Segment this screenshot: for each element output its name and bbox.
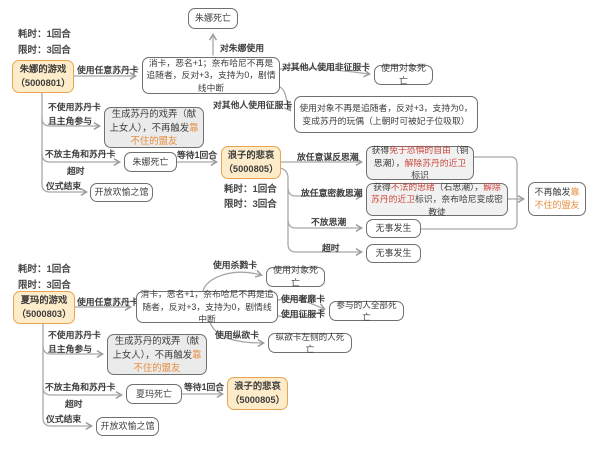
edge-label-conquest-on-others: 对其他人使用征服卡: [213, 100, 293, 110]
edge-label-ritual-end-2: 仪式结束: [46, 414, 82, 424]
node-unlawful-thoughts: 获得不法的思绪（石思潮），解除苏丹的近卫标识，奈布哈尼变成密教徒: [366, 182, 508, 217]
node-target-dies: 使用对象死亡: [374, 63, 433, 86]
node-sultan-tease: 生成苏丹的戏弄（献上女人），不再触发靠不住的盟友: [104, 107, 204, 148]
edge-label-use-any-sultan-card: 使用任意苏丹卡: [77, 65, 139, 75]
edge-label-kill-card: 使用杀戮卡: [213, 260, 257, 270]
edge-label-no-sultan-card-1: 不使用苏丹卡: [48, 102, 101, 112]
edge-label-use-any-sultan-card-2: 使用任意苏丹卡: [77, 297, 139, 307]
sorrow-meta-cost: 耗时：1回合: [224, 184, 277, 195]
node-pleasure-house-2: 开放欢愉之馆: [96, 417, 159, 436]
edge-label-timeout-xiama: 超时: [65, 399, 83, 409]
edge-label-wait-1-turn-2: 等待1回合: [184, 382, 225, 392]
edge-label-no-trend: 不放思潮: [311, 217, 347, 227]
node-target-dies-2: 使用对象死亡: [266, 265, 325, 288]
node-become-puppet: 使用对象不再是追随者，反对+3，支持为0，变成苏丹的玩偶（上朝时可被妃子位吸取）: [294, 96, 478, 133]
sorrow-meta-limit: 限时：3回合: [224, 199, 277, 210]
edge-juna-trunk: [41, 92, 89, 197]
edge-juna-to-tease: [41, 117, 102, 131]
edge-label-no-main-or-sultan: 不放主角和苏丹卡: [45, 149, 116, 159]
edge-consume2-to-all-die-b: [277, 310, 325, 318]
node-freedom-from-fear: 获得免于恐惧的自由（铜思潮），解除苏丹的近卫标识: [366, 145, 474, 180]
node-sorrow-event-2: 浪子的悲哀 （5000805）: [227, 377, 288, 410]
node-nothing-happens-1: 无事发生: [366, 219, 421, 238]
edge-consume-to-puppet: [279, 86, 292, 112]
edge-consume2-to-target-dies: [202, 269, 263, 292]
node-juna-dies-top: 朱娜死亡: [188, 8, 238, 29]
edge-sorrow-to-nothing1: [287, 219, 364, 233]
node-all-participants-die: 参与的人全部死亡: [329, 300, 404, 322]
node-consume-card-result: 消卡，恶名+1；奈布哈尼不再是追随者，反对+3，支持为0，剧情线中断: [142, 57, 280, 94]
edge-label-no-main-or-sultan-2: 不放主角和苏丹卡: [45, 382, 116, 392]
edge-consume-to-target-dies: [279, 67, 371, 78]
edge-xiama-to-tease: [42, 345, 105, 359]
edge-sorrow-to-thought: [287, 187, 364, 201]
node-consume-card-result-2: 消卡，恶名+1，奈布哈尼不再是追随者，反对+3，支持为0，剧情线中断: [136, 289, 278, 324]
juna-meta-cost: 耗时：1回合: [18, 29, 71, 40]
edge-label-no-sultan-card-3: 不使用苏丹卡: [48, 330, 101, 340]
edge-label-timeout-sorrow: 超时: [322, 243, 340, 253]
node-xiama-dies: 夏玛死亡: [126, 384, 182, 404]
edge-label-no-sultan-card-4: 且主角参与: [48, 344, 92, 354]
node-xiama-game-start: 夏玛的游戏 （5000803）: [13, 291, 75, 324]
juna-meta-limit: 限时：3回合: [18, 45, 71, 56]
edge-label-no-sultan-card-2: 且主角参与: [48, 116, 92, 126]
edge-consume2-to-all-die-a: [277, 298, 326, 311]
edge-label-ritual-end: 仪式结束: [46, 181, 82, 191]
node-juna-dies: 朱娜死亡: [124, 152, 177, 172]
edge-label-conquest-card: 使用征服卡: [281, 309, 325, 319]
xiama-meta-limit: 限时：3回合: [18, 280, 71, 291]
edge-sorrow-trunk: [279, 167, 364, 257]
edge-consume2-to-left-dies: [209, 321, 266, 348]
node-sorrow-event: 浪子的悲哀 （5000805）: [221, 146, 281, 179]
edge-juna-to-juna-dies: [41, 153, 122, 167]
edge-label-lust-card: 使用纵欲卡: [215, 330, 259, 340]
edge-xiama-trunk: [42, 323, 94, 431]
node-sultan-tease-2: 生成苏丹的戏弄（献上女人），不再触发靠不住的盟友: [107, 334, 207, 375]
node-pleasure-house: 开放欢愉之馆: [90, 183, 153, 202]
edge-xiama-to-xiama-dies: [42, 386, 124, 400]
edge-label-wait-1-turn: 等待1回合: [177, 150, 218, 160]
edge-label-use-on-juna: 对朱娜使用: [220, 43, 264, 53]
node-no-retrigger-ally: 不再触发靠不住的盟友: [528, 182, 586, 216]
node-left-person-dies: 纵欲卡左侧的人死亡: [268, 332, 352, 354]
node-nothing-happens-2: 无事发生: [366, 244, 421, 263]
edge-nothing1-to-merge: [420, 198, 518, 230]
edge-label-rebel-trend: 放任意谋反思潮: [297, 152, 359, 162]
edge-label-timeout-juna: 超时: [67, 166, 85, 176]
node-juna-game-start: 朱娜的游戏 （5000801）: [12, 60, 74, 93]
edge-label-cult-trend: 放任意密教思潮: [301, 188, 363, 198]
xiama-meta-cost: 耗时：1回合: [18, 264, 71, 275]
edge-freedom-to-merge: [472, 156, 518, 200]
edge-label-non-conquest-on-others: 对其他人使用非征服卡: [282, 62, 370, 72]
edge-label-luxury-card: 使用奢靡卡: [281, 294, 325, 304]
